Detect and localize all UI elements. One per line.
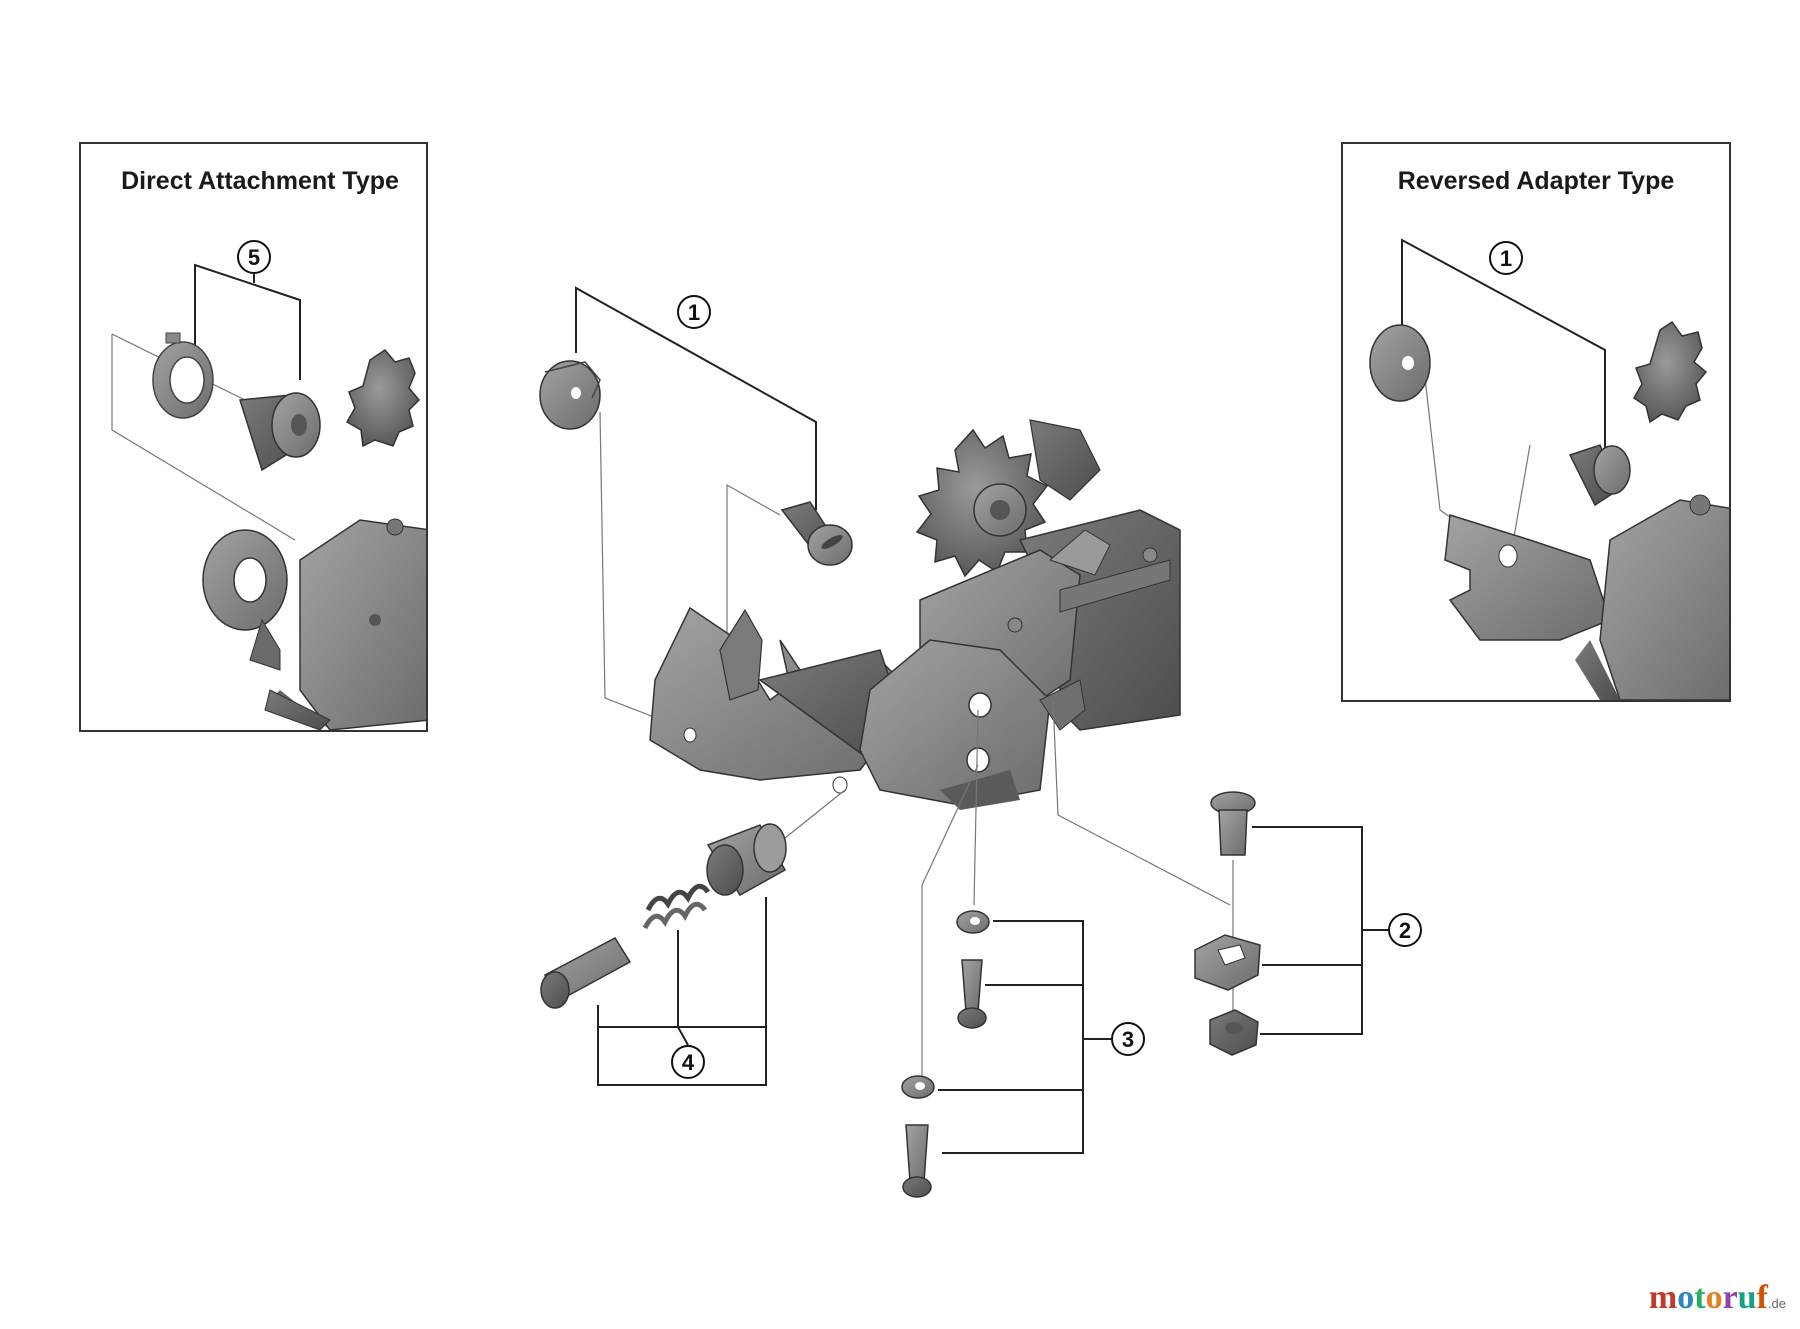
callout-1-right-circle: [1489, 241, 1523, 275]
callout-3-leader: [942, 920, 1084, 1154]
reversed-adapter-title: Reversed Adapter Type: [1398, 167, 1675, 195]
adjuster-bolt-part: [540, 937, 632, 1009]
guide-body-to-nut: [1052, 699, 1231, 906]
guide-body-to-screw3-lower: [921, 764, 979, 1085]
watermark-letter: r: [1722, 1279, 1738, 1316]
upper-washer-part: [956, 910, 990, 934]
callout-3-circle: [1111, 1022, 1145, 1056]
watermark-letter: o: [1705, 1279, 1723, 1316]
callout-5-leader: [194, 263, 301, 380]
watermark-letter: m: [1648, 1279, 1678, 1316]
callout-4-number: 4: [682, 1050, 695, 1075]
adjuster-barrel-part: [706, 823, 787, 896]
callout-4-leader-stem: [677, 1026, 689, 1046]
callout-4-leader: [597, 897, 767, 1086]
adapter-washer-part: [1369, 324, 1431, 402]
watermark-letter: t: [1694, 1279, 1706, 1316]
stop-screw-group: 3: [901, 910, 1145, 1198]
derailleur-body-part: [832, 509, 1181, 810]
lower-screw-part: [902, 1124, 932, 1198]
reversed-adapter-inset: Reversed Adapter Type 1: [1341, 142, 1731, 702]
direct-attachment-inset: Direct Attachment Type 5: [79, 142, 428, 732]
callout-1-right-leader: [1401, 238, 1606, 460]
callout-1-main-circle: [677, 295, 711, 329]
cable-adjuster-group: 4: [540, 823, 787, 1086]
hex-nut-part: [1209, 1009, 1259, 1056]
axle-nut-group: 2: [1194, 791, 1422, 1056]
direct-attachment-title: Direct Attachment Type: [121, 167, 399, 195]
watermark-letter: u: [1737, 1279, 1757, 1316]
upper-pulley-part: [915, 419, 1101, 578]
callout-2-number: 2: [1399, 918, 1411, 943]
watermark-logo: motoruf.de: [1649, 1279, 1786, 1317]
ring-washer-part: [152, 332, 214, 419]
callout-1-main-leader: [575, 286, 817, 510]
axle-bolt-part: [1210, 791, 1256, 856]
main-washer-part: [539, 360, 601, 430]
inset-derailleur-body: [264, 349, 426, 730]
callout-5-number: 5: [248, 245, 260, 270]
lower-washer-part: [901, 1075, 935, 1099]
adapter-bolt-part: [1568, 444, 1631, 507]
callout-4-circle: [671, 1045, 705, 1079]
adjuster-spring-part: [642, 883, 711, 930]
guide-line-left: [111, 334, 296, 541]
upper-screw-part: [957, 959, 987, 1029]
main-derailleur-assembly: 1: [539, 286, 1231, 1085]
square-adapter-part: [1194, 934, 1261, 991]
callout-1-main-number: 1: [688, 300, 700, 325]
callout-1-right-number: 1: [1500, 246, 1512, 271]
watermark-letter: f: [1756, 1279, 1768, 1316]
callout-3-number: 3: [1122, 1027, 1134, 1052]
inset-bracket-part: [202, 529, 288, 671]
inset-adapter-derailleur: [1444, 320, 1729, 700]
guide-body-to-screw3: [973, 709, 979, 906]
callout-2-leader: [1252, 826, 1363, 1035]
watermark-suffix: .de: [1767, 1296, 1786, 1311]
main-bolt-part: [780, 501, 853, 566]
watermark-letters: motoruf: [1649, 1279, 1768, 1316]
callout-2-circle: [1388, 913, 1422, 947]
watermark-letter: o: [1677, 1279, 1695, 1316]
bushing-bolt-part: [239, 392, 321, 472]
